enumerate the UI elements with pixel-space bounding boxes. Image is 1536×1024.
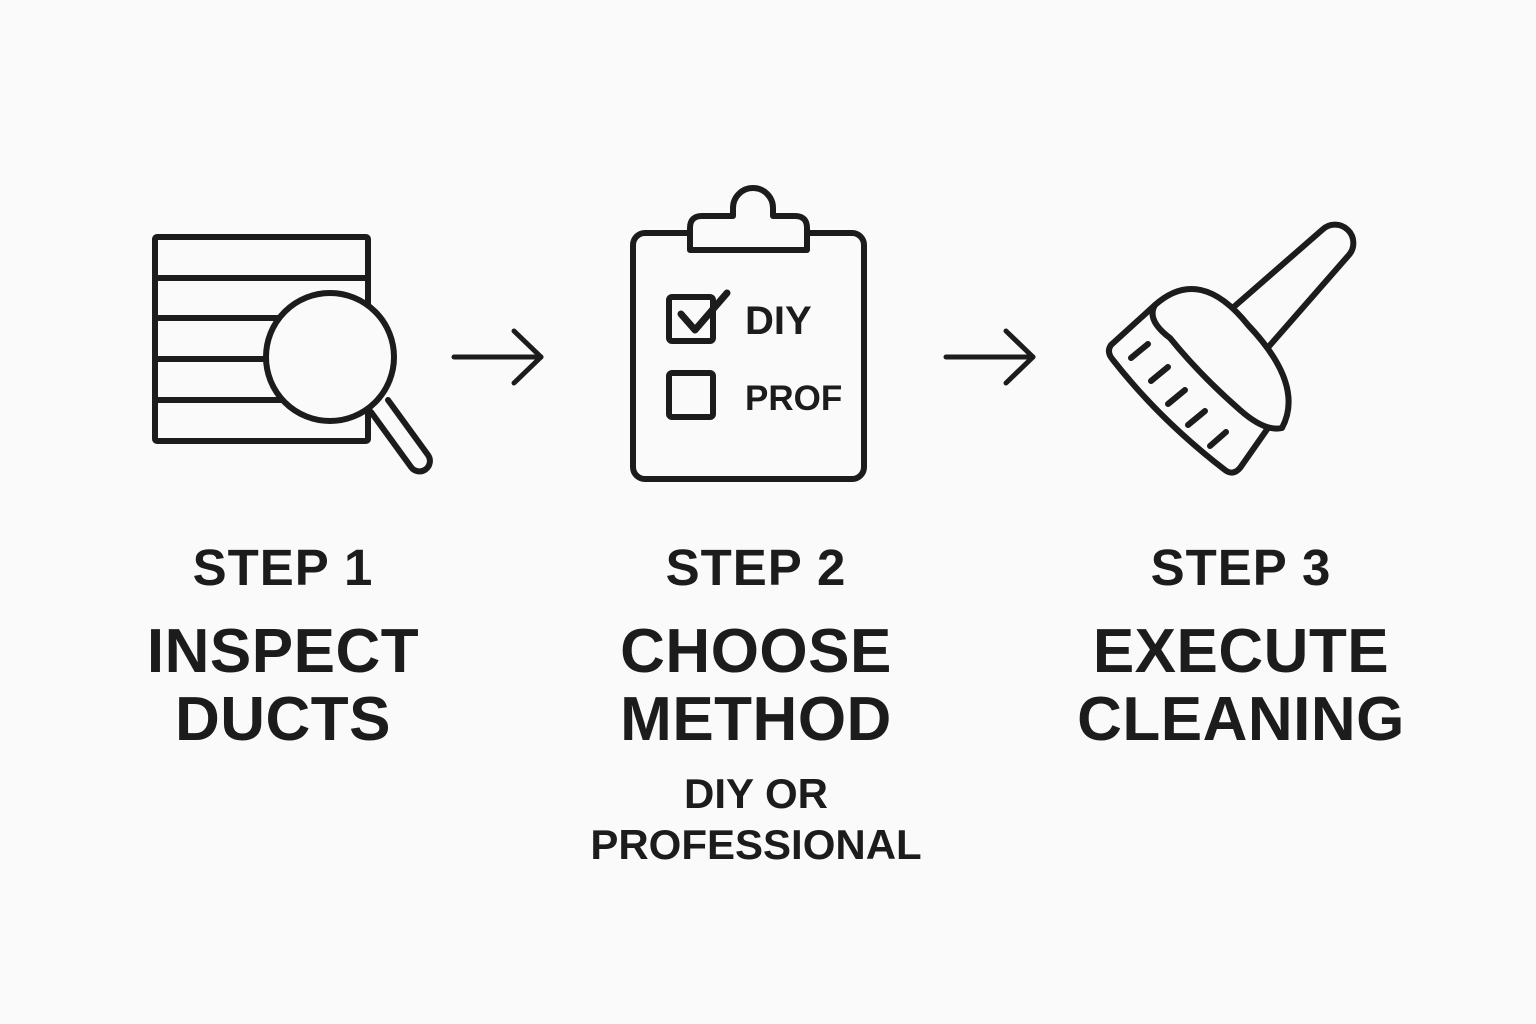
checklist-label-diy: DIY [745,299,812,343]
clipboard-checklist-icon: DIY PROF [630,185,867,482]
duct-inspect-icon [152,234,433,475]
step-title-line: DUCTS [174,685,392,754]
step-1: STEP 1 INSPECT DUCTS [73,538,493,754]
step-subtitle-line: PROFESSIONAL [590,821,922,868]
step-2: STEP 2 CHOOSE METHOD DIY OR PROFESSIONAL [546,538,966,870]
arrow-right-icon [943,328,1036,386]
checklist-label-prof: PROF [745,379,842,418]
step-label: STEP 3 [1150,539,1332,596]
step-title-line: CHOOSE [620,617,892,686]
checkmark-icon [677,289,731,334]
step-title: CHOOSE METHOD [546,618,966,754]
step-subtitle-line: DIY OR [684,770,828,817]
checkbox-diy [666,294,716,344]
step-label: STEP 2 [665,539,847,596]
step-title: EXECUTE CLEANING [1031,618,1451,754]
step-title-line: METHOD [620,685,892,754]
brush-icon [1105,221,1357,476]
step-3: STEP 3 EXECUTE CLEANING [1031,538,1451,754]
step-subtitle: DIY OR PROFESSIONAL [546,768,966,870]
step-title: INSPECT DUCTS [73,618,493,754]
step-title-line: EXECUTE [1092,617,1390,686]
step-title-line: INSPECT [146,617,420,686]
step-label: STEP 1 [192,539,374,596]
step-title-line: CLEANING [1077,685,1405,754]
arrow-right-icon [451,328,544,386]
checkbox-prof [666,370,716,420]
